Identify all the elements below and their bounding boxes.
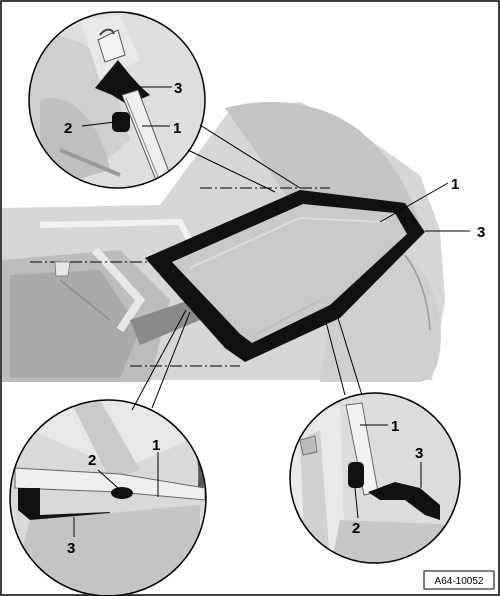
callout-tl-2: 2 [64, 120, 72, 137]
callout-bl-1: 1 [152, 437, 160, 454]
detail-circle-bottom-left [9, 309, 207, 596]
callout-br-1: 1 [391, 418, 399, 435]
detail-circle-top-left [28, 11, 301, 193]
callout-main-3: 3 [477, 224, 485, 241]
leader-main-1 [379, 182, 449, 223]
callout-tl-3: 3 [174, 80, 182, 97]
callout-bl-2: 2 [88, 452, 96, 469]
detail-circle-bottom-right [289, 317, 461, 564]
callout-bl-3: 3 [67, 540, 75, 557]
vehicle-main-view [2, 102, 445, 382]
callout-main-1: 1 [451, 176, 459, 193]
callout-tl-1: 1 [173, 120, 181, 137]
callout-br-3: 3 [415, 445, 423, 462]
reference-code-box [423, 570, 495, 590]
reference-code: A64-10052 [435, 576, 484, 587]
callout-br-2: 2 [352, 520, 360, 537]
